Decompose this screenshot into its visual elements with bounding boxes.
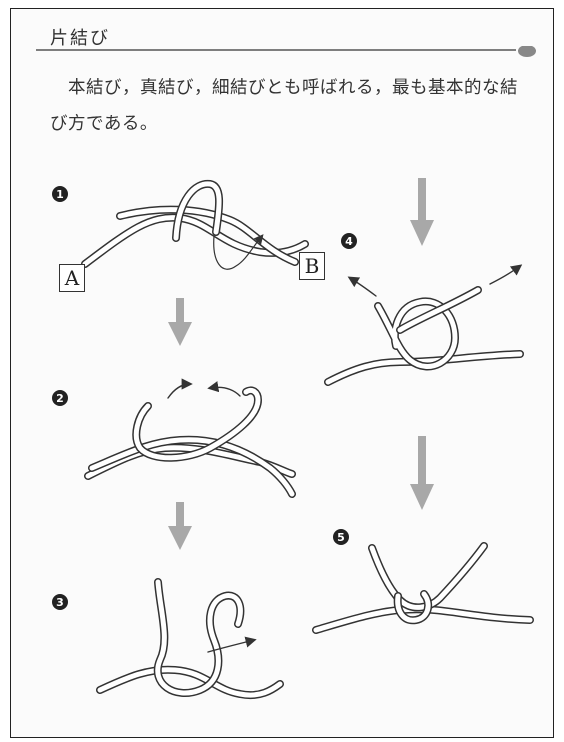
down-arrow-icon: [410, 436, 434, 510]
down-arrow-icon: [168, 298, 192, 346]
step-number-2: 2: [52, 390, 68, 406]
step-4-diagram: [328, 266, 520, 382]
step-number-5: 5: [333, 529, 349, 545]
svg-text:3: 3: [56, 596, 64, 609]
down-arrow-icon: [410, 178, 434, 246]
label-a: A: [59, 264, 85, 292]
step-number-4: 4: [341, 233, 357, 249]
svg-text:4: 4: [345, 235, 353, 248]
step-number-3: 3: [52, 594, 68, 610]
svg-text:1: 1: [56, 188, 64, 201]
step-5-diagram: [316, 546, 530, 630]
step-1-diagram: [85, 184, 305, 269]
step-3-diagram: [100, 582, 280, 695]
label-b: B: [299, 252, 325, 280]
svg-text:2: 2: [56, 392, 64, 405]
down-arrow-icon: [168, 502, 192, 550]
step-2-diagram: [88, 384, 292, 494]
svg-text:5: 5: [337, 531, 345, 544]
step-number-1: 1: [52, 186, 68, 202]
